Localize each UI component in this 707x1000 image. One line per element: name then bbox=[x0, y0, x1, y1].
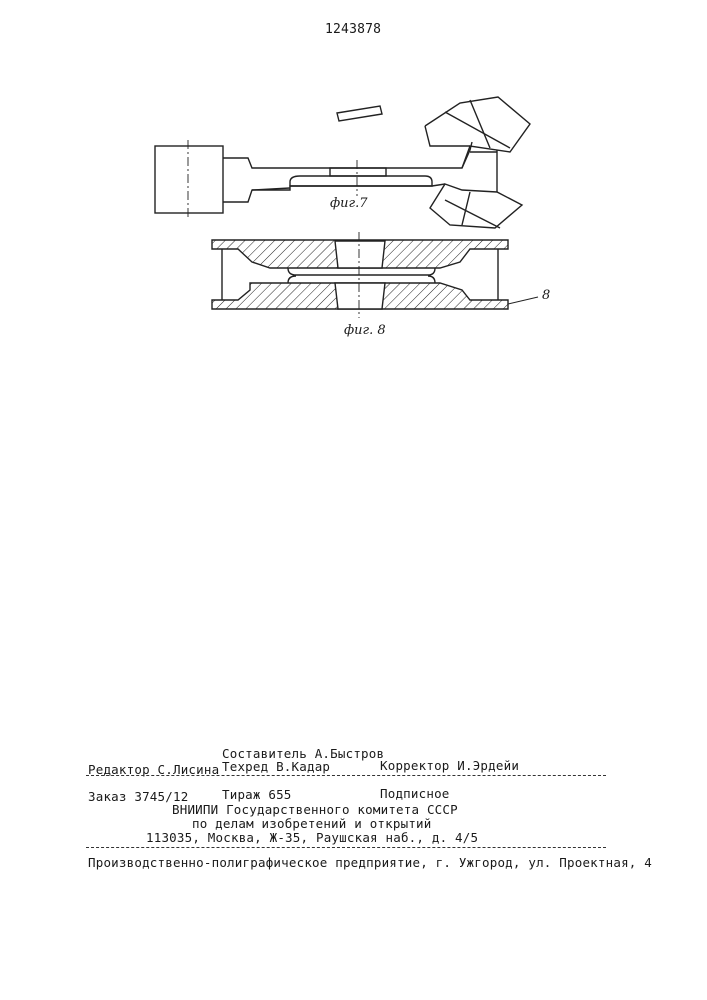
institute-line-2: по делам изобретений и открытий bbox=[192, 816, 432, 831]
institute-line: ВНИИПИ Государственного комитета СССР bbox=[172, 802, 458, 817]
callout-leader bbox=[508, 297, 538, 304]
left-block bbox=[155, 146, 223, 213]
divider-1 bbox=[86, 775, 606, 776]
subscription-line: Подписное bbox=[380, 786, 450, 801]
upper-cutter bbox=[425, 97, 530, 168]
printer-line: Производственно-полиграфическое предприя… bbox=[88, 855, 652, 870]
lower-cutter bbox=[430, 184, 522, 228]
techred-line: Техред В.Кадар bbox=[222, 759, 330, 774]
fig8-label: фиг. 8 bbox=[344, 323, 386, 338]
figure-8-drawing bbox=[212, 232, 538, 318]
small-bar-part bbox=[337, 106, 382, 121]
divider-2 bbox=[86, 847, 606, 848]
circulation-line: Тираж 655 bbox=[222, 787, 292, 802]
fig8-callout-number: 8 bbox=[542, 288, 550, 303]
fig7-label: фиг.7 bbox=[330, 196, 368, 211]
corrector-line: Корректор И.Эрдейи bbox=[380, 758, 519, 773]
address-line: 113035, Москва, Ж-35, Раушская наб., д. … bbox=[146, 830, 478, 845]
